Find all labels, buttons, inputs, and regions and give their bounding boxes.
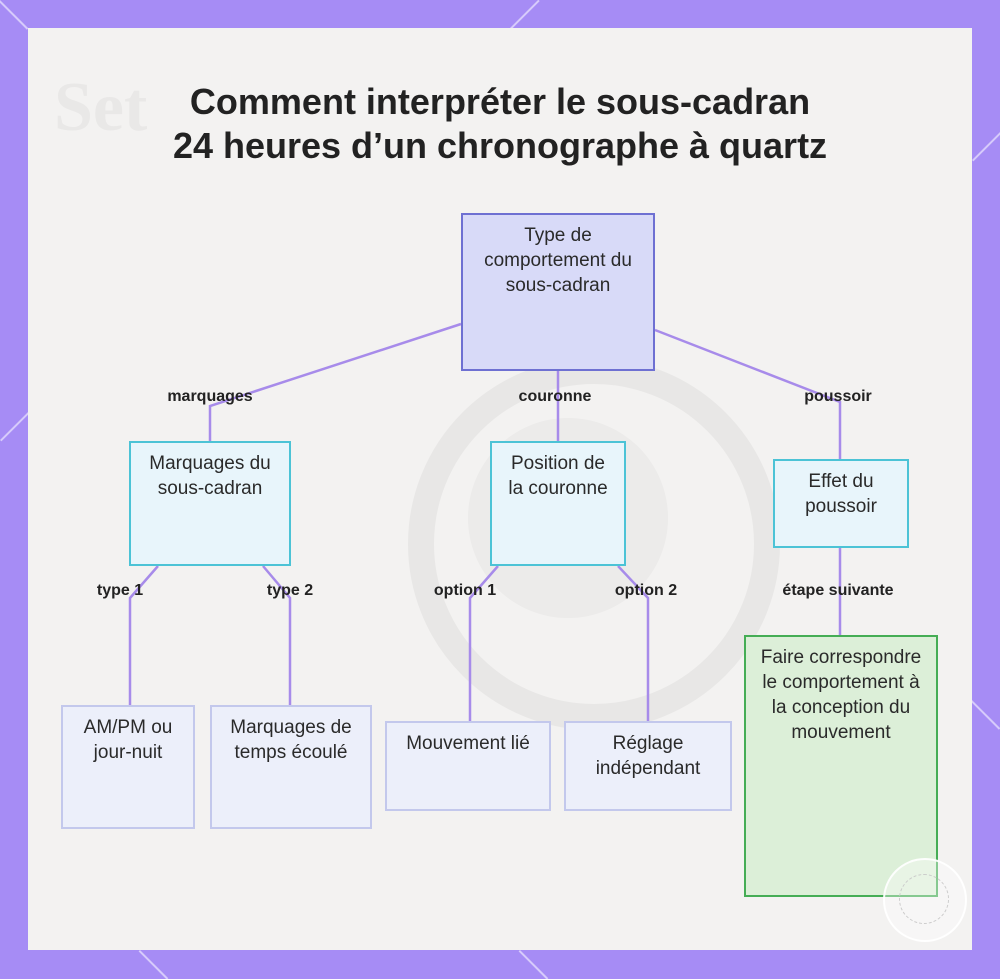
diagram-title: Comment interpréter le sous-cadran 24 he… [28,80,972,168]
node-match: Faire correspondre le comportement à la … [744,635,938,897]
edge-crown-linked [468,565,499,721]
watermark-logo [883,858,967,942]
frame-decoration [970,700,1000,730]
title-line-2: 24 heures d’un chronographe à quartz [172,125,828,166]
edge-label-couronne: couronne [518,388,592,405]
edge-label-next-step: étape suivante [782,582,894,599]
diagram-card: Set Comment interpréter le sous-cadran 2… [28,28,972,950]
edge-label-poussoir: poussoir [804,388,872,405]
connector-lines [128,322,842,721]
node-linked: Mouvement lié [385,721,551,811]
node-ampm: AM/PM ou jour-nuit [61,705,195,829]
node-elapsed: Marquages de temps écoulé [210,705,372,829]
edge-label-option2: option 2 [614,582,678,599]
background-watermark: Set [54,69,148,146]
node-crown: Position de la couronne [490,441,626,566]
frame-decoration [138,950,169,979]
edge-root-pusher [654,328,842,459]
edge-markings-elapsed [262,565,292,705]
frame-decoration [0,0,29,30]
node-pusher: Effet du poussoir [773,459,909,548]
edge-markings-ampm [128,565,159,705]
frame-decoration [518,950,549,979]
node-independent: Réglage indépendant [564,721,732,811]
edge-root-markings [208,322,462,441]
edge-label-type2: type 2 [266,582,314,599]
edge-crown-independent [617,565,650,721]
node-markings: Marquages du sous-cadran [129,441,291,566]
title-line-1: Comment interpréter le sous-cadran [189,81,811,122]
edge-label-option1: option 1 [433,582,497,599]
node-root: Type de comportement du sous-cadran [461,213,655,371]
frame-decoration [972,131,1000,162]
frame-decoration [0,411,30,442]
edge-label-marquages: marquages [167,388,253,405]
edge-label-type1: type 1 [96,582,144,599]
frame-decoration [510,0,540,30]
